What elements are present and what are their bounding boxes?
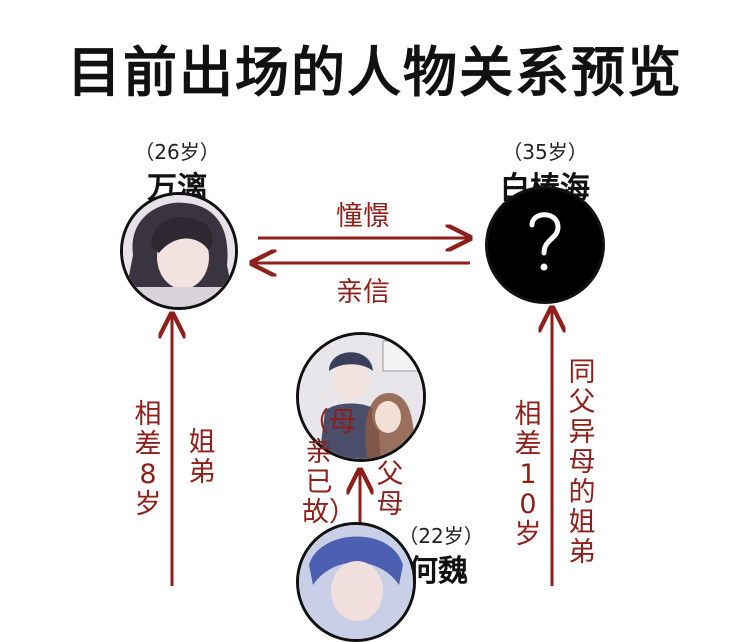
relation-age-gap-10: 相差10岁 xyxy=(514,399,542,550)
wan-li-portrait xyxy=(120,192,238,310)
parents-portrait xyxy=(296,332,426,462)
relation-age-gap-8: 相差8岁 xyxy=(134,399,162,520)
question-mark-icon xyxy=(529,212,561,271)
relation-sister-brother: 姐弟 xyxy=(188,427,216,488)
wan-li-avatar-icon xyxy=(123,195,235,307)
parents-avatar-icon xyxy=(299,335,423,459)
he-wei-portrait xyxy=(296,522,416,642)
he-wei-avatar-icon xyxy=(299,525,413,639)
wan-li-age: （26岁） xyxy=(134,140,220,164)
he-wei-name: 何魏 xyxy=(408,554,468,589)
relation-trust: 亲信 xyxy=(336,277,390,308)
bai-chunhai-age: （35岁） xyxy=(502,140,588,164)
page-title: 目前出场的人物关系预览 xyxy=(67,41,683,104)
relationship-arrows xyxy=(0,0,750,586)
relation-parents: 父母 xyxy=(376,459,404,520)
bai-chunhai-portrait-unknown xyxy=(485,186,605,304)
relation-mother-deceased: （母亲已故） xyxy=(302,407,356,528)
relation-half-siblings: 同父异母的姐弟 xyxy=(568,357,596,568)
relation-admire: 憧憬 xyxy=(336,201,390,232)
